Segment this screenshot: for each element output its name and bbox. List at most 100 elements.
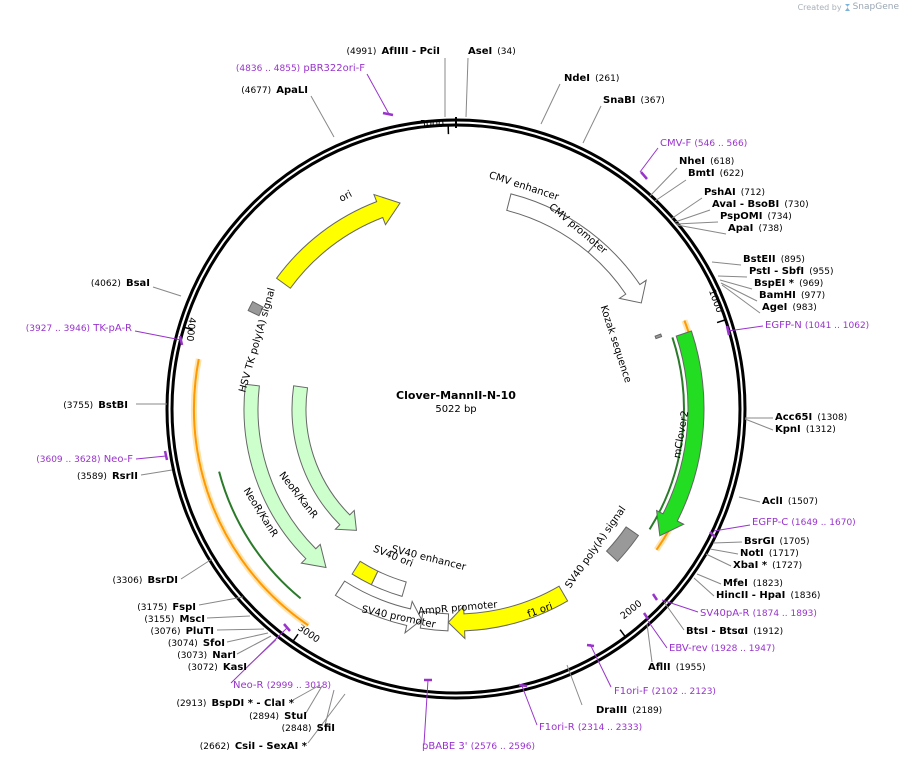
- site-leader: [693, 577, 715, 597]
- site-label[interactable]: PspOMI (734): [720, 204, 792, 223]
- primer-mark: [382, 111, 394, 117]
- feature-shape-3: [654, 333, 663, 340]
- snapgene-credit: Created by SnapGene: [798, 2, 899, 12]
- site-label[interactable]: Acc65I (1308): [775, 405, 847, 424]
- primer-label[interactable]: Neo-R (2999 .. 3018): [233, 680, 331, 691]
- site-label[interactable]: BstEII (895): [743, 247, 805, 266]
- site-label[interactable]: BamHI (977): [759, 283, 825, 302]
- site-label[interactable]: PshAI (712): [704, 180, 765, 199]
- site-label[interactable]: (3755) BstBI: [63, 393, 128, 412]
- primer-mark: [640, 171, 648, 180]
- site-label[interactable]: XbaI * (1727): [733, 553, 802, 572]
- site-label[interactable]: NotI (1717): [740, 541, 799, 560]
- site-label[interactable]: HincII - HpaI (1836): [716, 583, 820, 602]
- site-position: (3072): [188, 663, 218, 673]
- site-label[interactable]: (3175) FspI: [137, 595, 196, 614]
- site-leader: [566, 664, 583, 706]
- site-label[interactable]: KpnI (1312): [775, 417, 836, 436]
- site-label[interactable]: NheI (618): [679, 149, 734, 168]
- orf-line: [200, 472, 309, 627]
- site-label[interactable]: BsrGI (1705): [744, 529, 809, 548]
- site-label[interactable]: (3076) PluTI: [151, 619, 214, 638]
- primer-mark: [163, 450, 169, 461]
- primer-label[interactable]: F1ori-F (2102 .. 2123): [614, 686, 716, 697]
- site-label[interactable]: (4677) ApaLI: [241, 78, 308, 97]
- primer-leader: [589, 643, 612, 688]
- site-position: (1836): [791, 591, 821, 601]
- site-label[interactable]: (3306) BsrDI: [112, 568, 178, 587]
- site-leader: [206, 615, 251, 619]
- site-position: (955): [809, 267, 833, 277]
- primer-label[interactable]: (3609 .. 3628) Neo-F: [36, 454, 133, 465]
- primer-range: (1928 .. 1947): [711, 644, 775, 654]
- site-label[interactable]: (2848) SfiI: [282, 716, 335, 735]
- site-position: (1705): [780, 537, 810, 547]
- site-name: ApaI: [728, 223, 753, 234]
- site-label[interactable]: AvaI - BsoBI (730): [712, 192, 809, 211]
- feature-shape-5: [605, 526, 640, 563]
- site-label[interactable]: (2662) CsiI - SexAI *: [200, 734, 308, 753]
- primer-label[interactable]: SV40pA-R (1874 .. 1893): [700, 608, 817, 619]
- feature-shape-11: [243, 383, 327, 569]
- site-label[interactable]: (3073) NarI: [177, 643, 236, 662]
- primer-label[interactable]: EGFP-C (1649 .. 1670): [752, 517, 856, 528]
- site-position: (712): [741, 188, 765, 198]
- site-leader: [705, 553, 732, 567]
- site-label[interactable]: SnaBI (367): [603, 88, 665, 107]
- primer-range: (2102 .. 2123): [652, 687, 716, 697]
- site-leader: [663, 601, 685, 631]
- site-label[interactable]: NdeI (261): [564, 66, 619, 85]
- orf-inner-line: [218, 471, 302, 600]
- site-label[interactable]: (3155) MscI: [144, 607, 205, 626]
- site-name: BstEII: [743, 254, 776, 265]
- site-label[interactable]: DraIII (2189): [596, 698, 662, 717]
- site-label[interactable]: BtsI - BtsαI (1912): [686, 619, 783, 638]
- site-label[interactable]: AclI (1507): [762, 489, 818, 508]
- primer-range: (546 .. 566): [694, 139, 747, 149]
- site-label[interactable]: (2913) BspDI * - ClaI *: [176, 691, 294, 710]
- feature-shape-0: [275, 193, 401, 289]
- site-name: BsrGI: [744, 536, 774, 547]
- primer-label[interactable]: EGFP-N (1041 .. 1062): [765, 320, 869, 331]
- site-label[interactable]: (3072) KasI: [188, 655, 247, 674]
- site-label[interactable]: AflII (1955): [648, 655, 706, 674]
- primer-label[interactable]: F1ori-R (2314 .. 2333): [539, 722, 642, 733]
- site-label[interactable]: BspEI * (969): [754, 271, 823, 290]
- site-label[interactable]: (4991) AfIIII - PciI: [346, 39, 440, 58]
- site-position: (4677): [241, 86, 271, 96]
- site-label[interactable]: ApaI (738): [728, 216, 783, 235]
- primer-mark: [178, 335, 184, 346]
- site-label[interactable]: MfeI (1823): [723, 571, 783, 590]
- site-name: BamHI: [759, 290, 796, 301]
- plasmid-size: 5022 bp: [435, 404, 476, 415]
- site-label[interactable]: AgeI (983): [762, 295, 817, 314]
- site-label[interactable]: BmtI (622): [688, 161, 744, 180]
- site-position: (730): [784, 200, 808, 210]
- site-position: (3175): [137, 603, 167, 613]
- primer-leader: [727, 325, 764, 332]
- primer-range: (1874 .. 1893): [753, 609, 817, 619]
- credit-brand: SnapGene: [852, 2, 899, 12]
- site-label[interactable]: PstI - SbfI (955): [749, 259, 833, 278]
- primer-label[interactable]: (4836 .. 4855) pBR322ori-F: [236, 63, 365, 74]
- site-name: AflII: [648, 662, 671, 673]
- site-label[interactable]: (4062) BsaI: [91, 271, 150, 290]
- site-leader: [236, 635, 272, 655]
- primer-leader: [639, 147, 659, 173]
- site-leader: [140, 469, 173, 476]
- primer-label[interactable]: CMV-F (546 .. 566): [660, 138, 747, 149]
- primer-label[interactable]: pBABE 3' (2576 .. 2596): [422, 741, 535, 752]
- primer-leader: [230, 627, 288, 684]
- site-name: KpnI: [775, 424, 801, 435]
- site-position: (367): [641, 96, 665, 106]
- primer-label[interactable]: (3927 .. 3946) TK-pA-R: [26, 323, 132, 334]
- site-leader: [216, 628, 265, 631]
- primer-label[interactable]: EBV-rev (1928 .. 1947): [669, 643, 775, 654]
- site-label[interactable]: (2894) StuI: [249, 704, 307, 723]
- site-label[interactable]: AseI (34): [468, 39, 516, 58]
- site-label[interactable]: (3074) SfoI: [168, 631, 225, 650]
- site-label[interactable]: (3589) RsrII: [77, 464, 138, 483]
- site-name: BstBI: [98, 400, 128, 411]
- site-leader: [582, 105, 602, 144]
- plasmid-name: Clover-MannII-N-10: [396, 389, 516, 402]
